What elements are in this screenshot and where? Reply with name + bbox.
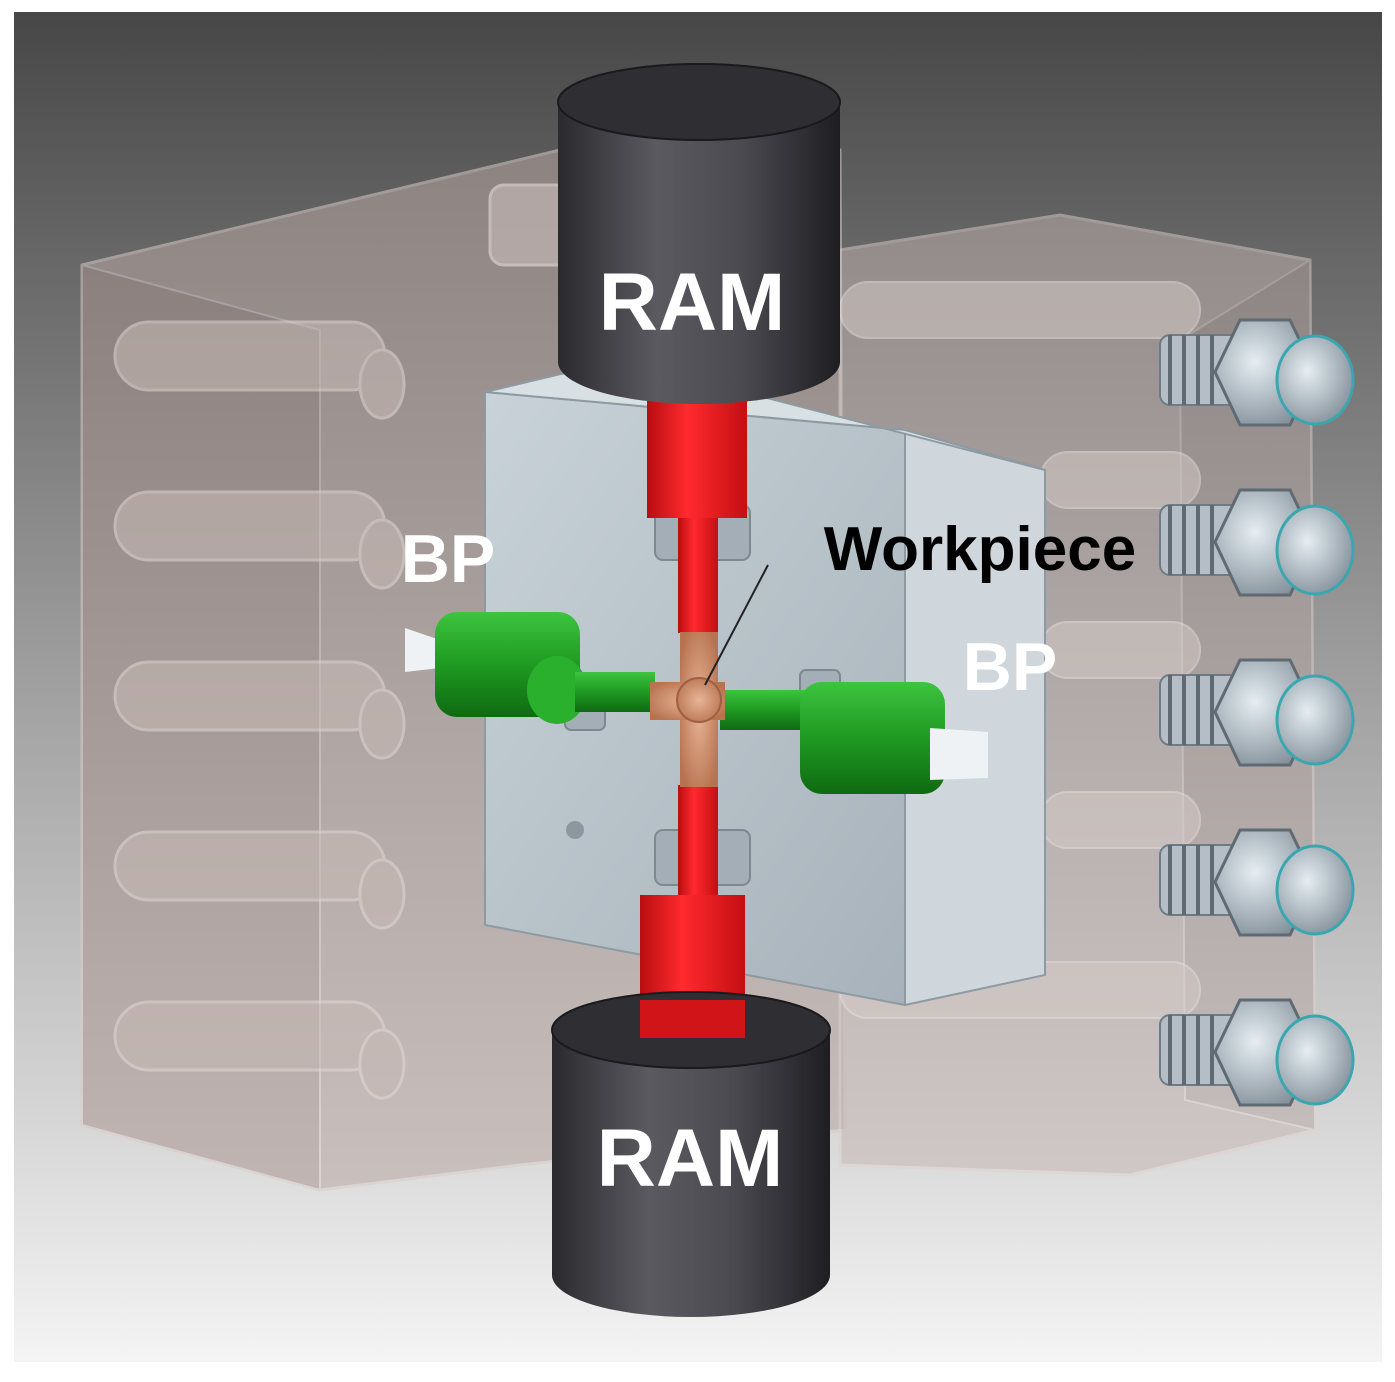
frame-pin xyxy=(113,1000,406,1100)
workpiece-leader-line xyxy=(704,564,769,686)
ram-bottom-label: RAM xyxy=(597,1113,784,1204)
ram-top xyxy=(557,63,841,404)
die-hole xyxy=(566,821,584,839)
ram-top-label: RAM xyxy=(599,257,786,348)
workpiece-label: Workpiece xyxy=(824,515,1136,584)
bolt xyxy=(1159,488,1355,597)
bolt xyxy=(1159,828,1355,937)
bp-left-label: BP xyxy=(401,521,495,597)
bp-right-label: BP xyxy=(963,629,1057,705)
ram-bottom xyxy=(551,991,831,1317)
bolt xyxy=(1159,658,1355,767)
frame-pin xyxy=(113,490,406,590)
bolts xyxy=(1159,318,1355,1107)
punch-horizontal-left xyxy=(405,612,655,724)
frame-pin xyxy=(113,320,406,420)
bolt xyxy=(1159,998,1355,1107)
frame-pins-left xyxy=(113,320,406,1100)
punch-vertical-top xyxy=(647,400,747,633)
frame-pin xyxy=(113,830,406,930)
bolt xyxy=(1159,318,1355,427)
frame-pin xyxy=(113,660,406,760)
punch-horizontal-right xyxy=(720,682,988,794)
workpiece xyxy=(650,632,725,787)
